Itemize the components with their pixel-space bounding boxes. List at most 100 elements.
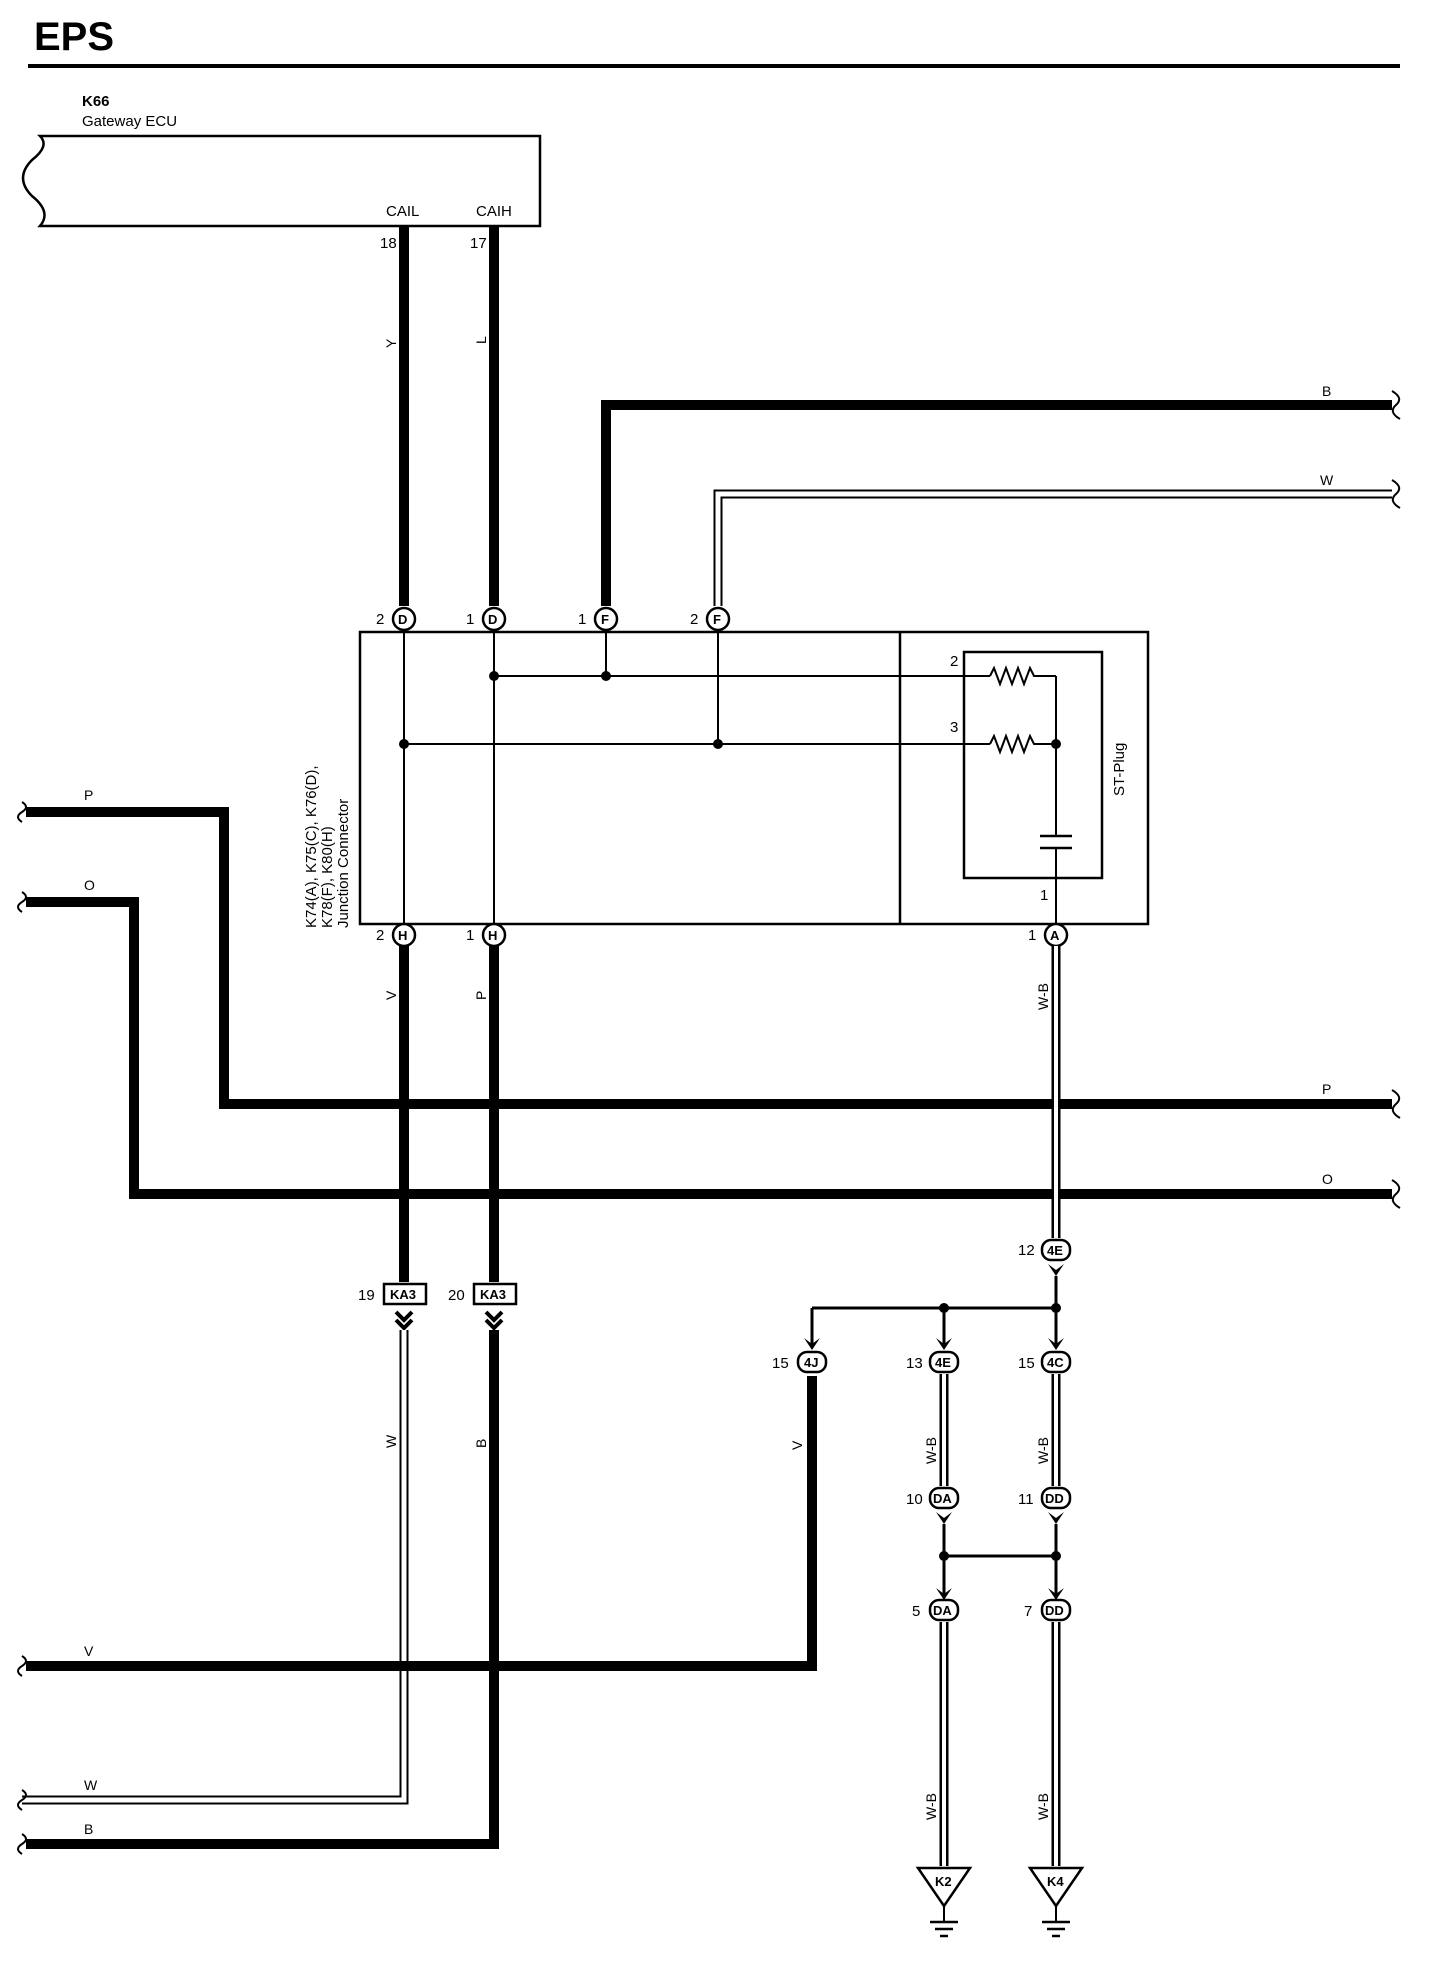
resistor-2	[989, 665, 1056, 687]
st-pin-3: 3	[950, 719, 958, 736]
st-pin-2: 2	[950, 653, 958, 670]
wire-label-o-right: O	[1322, 1171, 1333, 1187]
wire-label-wb-4c: W-B	[1035, 1437, 1051, 1464]
wire-label-b-bottom: B	[84, 1821, 93, 1837]
wire-p	[26, 807, 1392, 1109]
conn-a-1: 1 A	[1028, 922, 1069, 948]
gateway-ecu: K66 Gateway ECU CAIL CAIH 18 17	[21, 93, 542, 252]
svg-text:KA3: KA3	[390, 1287, 416, 1302]
conn-d-2: 2 D	[376, 606, 417, 632]
svg-text:4E: 4E	[1047, 1243, 1063, 1258]
st-plug-label: ST-Plug	[1111, 743, 1128, 796]
wire-label-b-top: B	[1322, 383, 1331, 399]
wire-b-top	[601, 400, 1392, 606]
svg-text:4C: 4C	[1047, 1355, 1064, 1370]
svg-text:15: 15	[772, 1355, 789, 1372]
wire-b-bottom	[26, 1330, 499, 1849]
conn-da-5: 5 DA	[912, 1598, 960, 1622]
wire-label-p-right: P	[1322, 1081, 1331, 1097]
svg-text:20: 20	[448, 1287, 465, 1304]
wire-label-l: L	[473, 336, 489, 344]
svg-text:H: H	[488, 928, 497, 943]
wire-label-w-bottom: W	[84, 1777, 98, 1793]
svg-text:DA: DA	[933, 1491, 952, 1506]
svg-text:11: 11	[1018, 1491, 1034, 1508]
wire-label-wb-a: W-B	[1035, 983, 1051, 1010]
conn-h-2: 2 H	[376, 922, 417, 948]
svg-text:F: F	[601, 612, 609, 627]
conn-dd-11: 11 DD	[1018, 1486, 1072, 1510]
wire-label-b-mid: B	[473, 1439, 489, 1448]
conn-4e-13: 13 4E	[906, 1350, 960, 1374]
wire-label-y: Y	[383, 338, 399, 348]
conn-h-1: 1 H	[466, 922, 507, 948]
wire-label-p-left: P	[84, 787, 93, 803]
conn-ka3-20: 20 KA3	[448, 1282, 518, 1306]
wire-label-w-mid: W	[383, 1434, 399, 1448]
ecu-pin-18: 18	[380, 235, 397, 252]
svg-text:1: 1	[1028, 927, 1036, 944]
svg-text:DD: DD	[1045, 1603, 1064, 1618]
svg-text:1: 1	[466, 927, 474, 944]
svg-text:4E: 4E	[935, 1355, 951, 1370]
st-plug: ST-Plug 2 3 1	[950, 650, 1128, 924]
svg-text:D: D	[488, 612, 497, 627]
wire-label-v-4j: V	[789, 1440, 805, 1450]
page-title: EPS	[34, 15, 114, 59]
conn-4j-15: 15 4J	[772, 1350, 828, 1374]
wire-label-w-top: W	[1320, 472, 1334, 488]
svg-text:H: H	[398, 928, 407, 943]
svg-text:2: 2	[376, 611, 384, 628]
junction-label-3: Junction Connector	[335, 799, 352, 928]
svg-text:A: A	[1050, 928, 1060, 943]
conn-ka3-19: 19 KA3	[358, 1282, 428, 1306]
conn-f-1: 1 F	[578, 606, 619, 632]
svg-text:7: 7	[1024, 1603, 1032, 1620]
svg-text:13: 13	[906, 1355, 923, 1372]
ecu-name: Gateway ECU	[82, 113, 177, 130]
svg-text:F: F	[713, 612, 721, 627]
conn-dd-7: 7 DD	[1024, 1598, 1072, 1622]
svg-text:DA: DA	[933, 1603, 952, 1618]
conn-da-10: 10 DA	[906, 1486, 960, 1510]
svg-text:K2: K2	[935, 1874, 952, 1889]
junction-label-1: K74(A), K75(C), K76(D),	[303, 765, 320, 928]
svg-text:1: 1	[466, 611, 474, 628]
wire-label-v-mid: V	[383, 990, 399, 1000]
resistor-3	[989, 733, 1056, 755]
st-pin-1: 1	[1040, 887, 1048, 904]
svg-text:KA3: KA3	[480, 1287, 506, 1302]
junction-label-2: K78(F), K80(H)	[319, 826, 336, 928]
wire-label-wb-4e: W-B	[923, 1437, 939, 1464]
wire-label-wb-k4: W-B	[1035, 1793, 1051, 1820]
svg-text:19: 19	[358, 1287, 375, 1304]
ecu-pin-cail: CAIL	[386, 203, 419, 220]
wire-o	[26, 897, 1392, 1199]
svg-text:12: 12	[1018, 1242, 1035, 1259]
svg-text:2: 2	[376, 927, 384, 944]
svg-text:K4: K4	[1047, 1874, 1064, 1889]
ground-k2: K2	[915, 1866, 973, 1938]
svg-text:15: 15	[1018, 1355, 1035, 1372]
conn-4e-12: 12 4E	[1018, 1238, 1072, 1262]
svg-text:10: 10	[906, 1491, 923, 1508]
conn-f-2: 2 F	[690, 606, 731, 632]
wire-label-p-mid: P	[473, 991, 489, 1000]
svg-text:4J: 4J	[804, 1355, 818, 1370]
wire-label-wb-k2: W-B	[923, 1793, 939, 1820]
wire-w-top	[713, 489, 1392, 606]
conn-d-1: 1 D	[466, 606, 507, 632]
ground-k4: K4	[1027, 1866, 1085, 1938]
ecu-pin-17: 17	[470, 235, 487, 252]
svg-text:D: D	[398, 612, 407, 627]
wire-label-v-bottom: V	[84, 1643, 94, 1659]
svg-text:DD: DD	[1045, 1491, 1064, 1506]
wire-v-bottom	[26, 1376, 817, 1671]
svg-text:5: 5	[912, 1603, 920, 1620]
wire-w-bottom	[22, 1330, 409, 1805]
conn-4c-15: 15 4C	[1018, 1350, 1072, 1374]
wire-label-o-left: O	[84, 877, 95, 893]
svg-text:2: 2	[690, 611, 698, 628]
svg-text:1: 1	[578, 611, 586, 628]
